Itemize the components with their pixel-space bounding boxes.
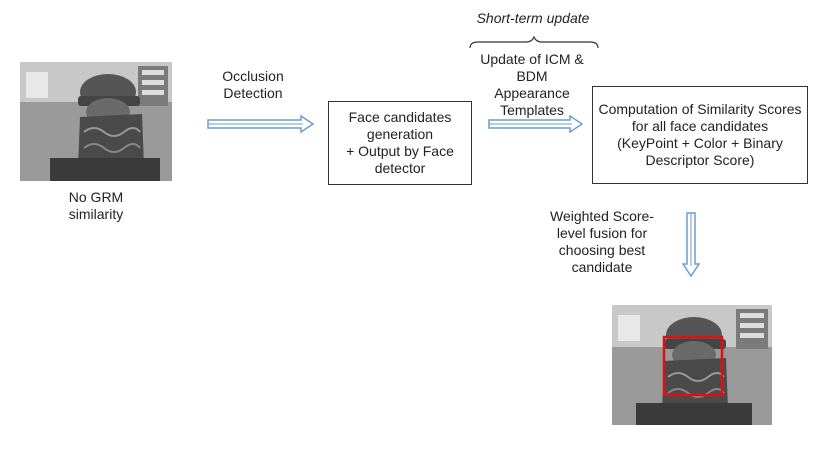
weighted-fusion-label: Weighted Score- level fusion for choosin…: [549, 208, 654, 275]
detection-bounding-box: [662, 335, 724, 397]
short-term-update-label: Short-term update: [476, 10, 590, 26]
no-grm-label: No GRM similarity: [68, 189, 124, 222]
input-face-image: [20, 62, 172, 181]
occlusion-detection-label: Occlusion Detection: [222, 68, 284, 101]
arrow-similarity-to-output: [682, 212, 700, 278]
output-face-image: [612, 305, 772, 425]
curly-brace: [469, 36, 599, 49]
face-candidates-box: Face candidates generation + Output by F…: [328, 101, 472, 185]
similarity-scores-box: Computation of Similarity Scores for all…: [592, 86, 808, 184]
arrow-occlusion-to-candidates: [207, 115, 315, 133]
update-templates-label: Update of ICM & BDM Appearance Templates: [480, 51, 584, 118]
arrow-candidates-to-similarity: [488, 115, 584, 133]
